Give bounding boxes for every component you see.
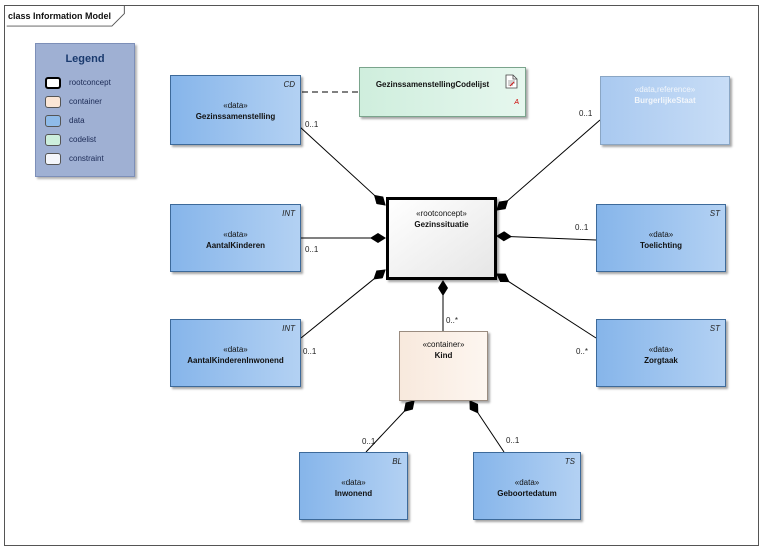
codelist-document-icon [505,74,518,89]
node-gezinssamenstelling-codelijst[interactable]: GezinssamenstellingCodelijst A [359,67,526,117]
node-stereotype: «container» [422,340,465,349]
datatype-tag: TS [564,457,575,466]
node-stereotype: «data» [514,478,540,487]
edge-aantal-kinderen-inwonend [300,269,386,339]
datatype-tag: ST [709,324,720,333]
node-geboortedatum[interactable]: TS «data» Geboortedatum [473,452,581,520]
multiplicity-burgerlijke-staat: 0..1 [579,109,593,118]
legend-swatch-constraint [45,153,61,165]
node-kind[interactable]: «container» Kind [399,331,488,401]
legend-item-container: container [45,96,133,110]
node-stereotype: «data,reference» [634,85,696,94]
legend-swatch-rootconcept [45,77,61,89]
node-name: BurgerlijkeStaat [634,96,696,105]
multiplicity-zorgtaak: 0..* [576,347,589,356]
legend-title: Legend [65,53,105,65]
node-name: AantalKinderenInwonend [187,356,284,365]
node-inwonend[interactable]: BL «data» Inwonend [299,452,408,520]
legend-swatch-container [45,96,61,108]
datatype-tag: BL [392,457,402,466]
node-toelichting[interactable]: ST «data» Toelichting [596,204,726,272]
frame-tab [6,5,125,27]
multiplicity-aantal-kinderen: 0..1 [305,245,319,254]
node-name: Kind [434,351,453,360]
node-stereotype: «data» [223,101,248,110]
multiplicity-kind: 0..* [446,316,459,325]
edge-inwonend [365,400,415,453]
edge-gezinssamenstelling [299,126,386,206]
edge-zorgtaak [496,273,597,339]
node-aantal-kinderen-inwonend[interactable]: INT «data» AantalKinderenInwonend [170,319,301,387]
node-name: Inwonend [334,489,373,498]
edge-geboortedatum [469,400,505,453]
multiplicity-toelichting: 0..1 [575,223,589,232]
node-stereotype: «rootconcept» [416,209,467,218]
datatype-tag: INT [282,324,295,333]
node-name: Toelichting [639,241,683,250]
node-stereotype: «data» [648,230,674,239]
legend-item-codelist: codelist [45,134,133,148]
node-stereotype: «data» [341,478,366,487]
legend-item-constraint: constraint [45,153,133,167]
node-name: AantalKinderen [205,241,266,250]
legend-label: rootconcept [69,78,111,87]
node-stereotype: «data» [648,345,674,354]
legend-label: constraint [69,154,104,163]
node-name: GezinssamenstellingCodelijst [375,80,490,89]
multiplicity-gezinssamenstelling: 0..1 [305,120,319,129]
frame-title: class Information Model [8,11,112,21]
legend-swatch-data [45,115,61,127]
node-name: Geboortedatum [497,489,557,498]
node-burgerlijke-staat[interactable]: «data,reference» BurgerlijkeStaat [600,76,730,145]
node-name: Gezinssituatie [414,220,469,229]
node-stereotype: «data» [223,345,248,354]
edge-toelichting [496,231,597,242]
legend-swatch-codelist [45,134,61,146]
node-aantal-kinderen[interactable]: INT «data» AantalKinderen [170,204,301,272]
datatype-tag: INT [282,209,295,218]
legend: Legend rootconcept container data codeli… [35,43,135,177]
node-zorgtaak[interactable]: ST «data» Zorgtaak [596,319,726,387]
node-gezinssamenstelling[interactable]: CD «data» Gezinssamenstelling [170,75,301,145]
edge-burgerlijke-staat [496,119,601,211]
datatype-tag: ST [709,209,720,218]
legend-item-rootconcept: rootconcept [45,77,133,91]
node-gezinssituatie[interactable]: «rootconcept» Gezinssituatie [386,197,497,280]
node-stereotype: «data» [223,230,248,239]
node-name: Zorgtaak [644,356,678,365]
abstract-marker: A [514,99,519,106]
legend-label: codelist [69,135,97,144]
legend-item-data: data [45,115,133,129]
node-name: Gezinssamenstelling [195,112,276,121]
legend-label: data [69,116,85,125]
legend-label: container [69,97,102,106]
diagram-frame [4,5,759,546]
datatype-tag: CD [283,80,295,89]
multiplicity-inwonend: 0..1 [362,437,376,446]
multiplicity-aantal-kinderen-inwonend: 0..1 [303,347,317,356]
multiplicity-geboortedatum: 0..1 [506,436,520,445]
